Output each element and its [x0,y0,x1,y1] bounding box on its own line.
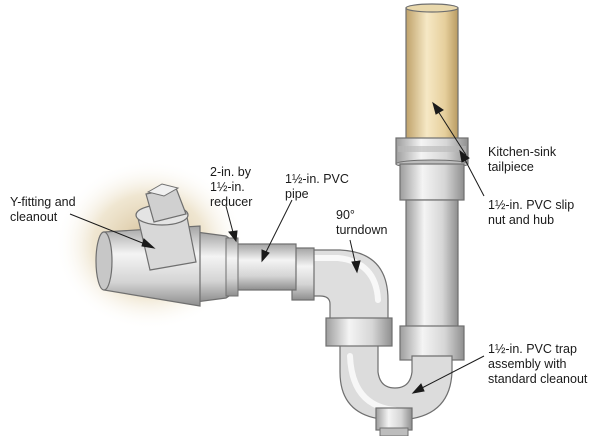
vertical-pvc-pipe [399,163,465,361]
y-fitting [95,183,201,307]
label-pvc-pipe: 1½-in. PVC pipe [285,172,349,201]
label-reducer: 2-in. by 1½-in. reducer [210,165,253,209]
label-turndown: 90° turndown [336,208,388,237]
reducer-fitting [195,231,239,303]
turndown-elbow [291,247,393,347]
label-y-fitting: Y-fitting and cleanout [10,195,76,224]
trap-u-bend [339,339,453,436]
tailpiece-pipe [405,3,459,143]
label-slip-nut: 1½-in. PVC slip nut and hub [488,198,575,227]
leader-lines [69,101,485,394]
label-trap: 1½-in. PVC trap assembly with standard c… [488,342,588,386]
label-tailpiece: Kitchen-sink tailpiece [488,145,557,174]
